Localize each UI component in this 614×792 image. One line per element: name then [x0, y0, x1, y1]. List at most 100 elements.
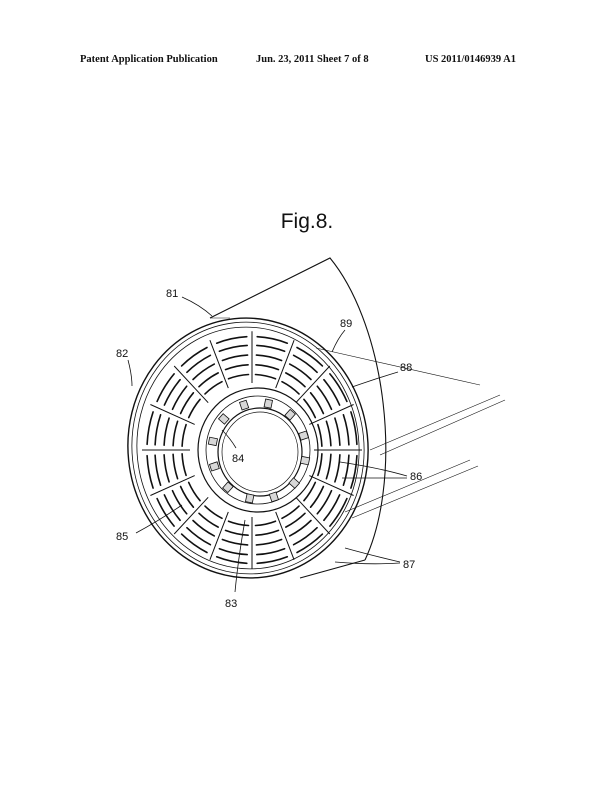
slot [296, 346, 324, 367]
slot [198, 372, 219, 388]
hub-block [222, 481, 234, 494]
slot [187, 481, 201, 502]
hub-block [288, 477, 301, 489]
slot [163, 454, 170, 483]
slot [163, 378, 181, 406]
slot [171, 385, 188, 411]
slot [256, 335, 289, 344]
slot [227, 520, 250, 527]
rib [150, 404, 195, 425]
leader-88 [351, 371, 399, 388]
leader-lines [127, 296, 408, 593]
slot [218, 547, 248, 556]
rib [209, 340, 229, 389]
rib [275, 511, 295, 560]
leader-82 [127, 359, 133, 387]
leader-81 [181, 296, 213, 317]
hub-block [284, 408, 296, 421]
hub-block [217, 413, 230, 425]
slot [288, 363, 312, 381]
slot [323, 378, 341, 406]
hub-block [298, 430, 310, 441]
slot [181, 423, 187, 447]
slot [281, 505, 300, 520]
ref-86: 86 [410, 471, 422, 483]
slot [163, 417, 170, 446]
leader-83 [234, 519, 246, 593]
inner-hub [197, 387, 319, 513]
slot [323, 494, 341, 522]
slot [255, 538, 283, 546]
slot [255, 529, 280, 536]
slot [221, 538, 249, 546]
rib [309, 404, 354, 425]
slot [325, 420, 332, 447]
slot [156, 497, 175, 527]
rib [150, 475, 195, 496]
slot [342, 414, 350, 446]
hub-blocks [207, 398, 311, 504]
slot [172, 420, 179, 447]
rib [173, 496, 209, 535]
slot [163, 494, 181, 522]
front-face [127, 317, 369, 579]
rib [275, 340, 295, 389]
rib [309, 475, 354, 496]
slot [215, 556, 248, 565]
hub-block [263, 398, 273, 409]
slot [329, 497, 348, 527]
ref-84: 84 [232, 453, 244, 465]
leader-87b [334, 561, 401, 565]
slot [350, 454, 358, 489]
slot [288, 519, 312, 537]
slot [218, 344, 248, 353]
slot-rows [146, 335, 358, 565]
slot [292, 354, 318, 374]
ref-88: 88 [400, 362, 412, 374]
slot [204, 505, 223, 520]
slot [303, 398, 317, 419]
header-patent-number: US 2011/0146939 A1 [425, 54, 517, 65]
slot [154, 414, 162, 446]
figure-title: Fig.8. [280, 210, 334, 233]
ref-82: 82 [116, 348, 128, 360]
slot [146, 454, 154, 489]
slot [309, 485, 325, 508]
slot [296, 533, 324, 554]
slot [221, 354, 249, 362]
ref-89: 89 [340, 318, 352, 330]
slot [256, 547, 286, 556]
ref-83: 83 [225, 598, 237, 610]
ref-81: 81 [166, 288, 178, 300]
slot [303, 481, 317, 502]
slot [156, 373, 175, 403]
slot [255, 364, 280, 371]
slot [171, 489, 188, 515]
slot [146, 411, 154, 446]
slot [342, 454, 350, 486]
slot [325, 453, 332, 480]
slot [186, 526, 212, 546]
slot [198, 512, 219, 528]
hub-block [207, 436, 218, 447]
header-publication: Patent Application Publication [80, 54, 218, 65]
slot [317, 423, 323, 447]
rib [295, 365, 331, 404]
slot [180, 346, 208, 367]
slot [179, 392, 195, 415]
leader-89 [331, 329, 346, 353]
slot [329, 373, 348, 403]
hub-block [208, 461, 220, 472]
slot [256, 344, 286, 353]
slot [180, 533, 208, 554]
slot [227, 373, 250, 380]
slot [192, 519, 216, 537]
slot [309, 392, 325, 415]
header-date-sheet: Jun. 23, 2011 Sheet 7 of 8 [256, 54, 369, 65]
slot [256, 556, 289, 565]
slot [192, 363, 216, 381]
slot [316, 489, 333, 515]
slot [254, 520, 277, 527]
hub-block [300, 455, 311, 466]
